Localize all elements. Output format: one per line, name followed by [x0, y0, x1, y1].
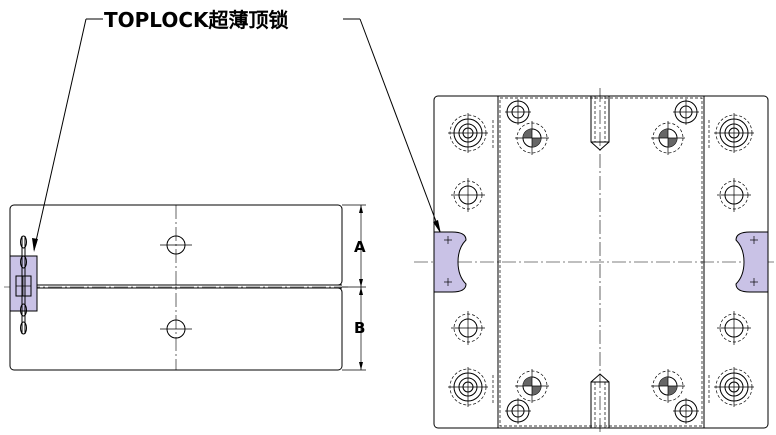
guide-pin — [515, 121, 549, 155]
leader-line-left — [33, 18, 87, 251]
callout-label: TOPLOCK超薄顶锁 — [104, 8, 289, 32]
bolt-holes — [448, 99, 754, 424]
bolt-hole — [451, 178, 485, 212]
dimension-label-b: B — [354, 319, 365, 337]
pin-hole — [505, 99, 531, 125]
guide-pin — [515, 369, 549, 403]
slot-bottom — [590, 373, 610, 429]
pin-hole — [505, 398, 531, 424]
toplock-right — [735, 231, 769, 293]
guide-pin — [651, 369, 685, 403]
bolt-hole-large — [448, 113, 488, 153]
bolt-hole-large — [714, 113, 754, 153]
callout: TOPLOCK超薄顶锁 — [32, 8, 441, 252]
leader-arrow-right — [433, 220, 441, 234]
guide-pin — [651, 121, 685, 155]
side-view: A B — [4, 204, 366, 371]
dimension-label-a: A — [354, 238, 366, 256]
leader-line-right — [359, 18, 441, 233]
bolt-hole-large — [714, 367, 754, 407]
pin-hole — [673, 398, 699, 424]
toplock-left — [433, 231, 467, 293]
pin-hole — [673, 99, 699, 125]
bolt-hole — [717, 311, 751, 345]
top-view — [414, 88, 774, 432]
side-hole-lower — [160, 319, 192, 339]
side-hole-upper — [160, 235, 192, 255]
leader-arrow-left — [32, 238, 38, 252]
bolt-hole — [717, 178, 751, 212]
slot-top — [590, 95, 610, 151]
bolt-hole — [451, 311, 485, 345]
side-toplock — [9, 235, 38, 335]
dimension-lines — [342, 204, 366, 371]
bolt-hole-large — [448, 367, 488, 407]
